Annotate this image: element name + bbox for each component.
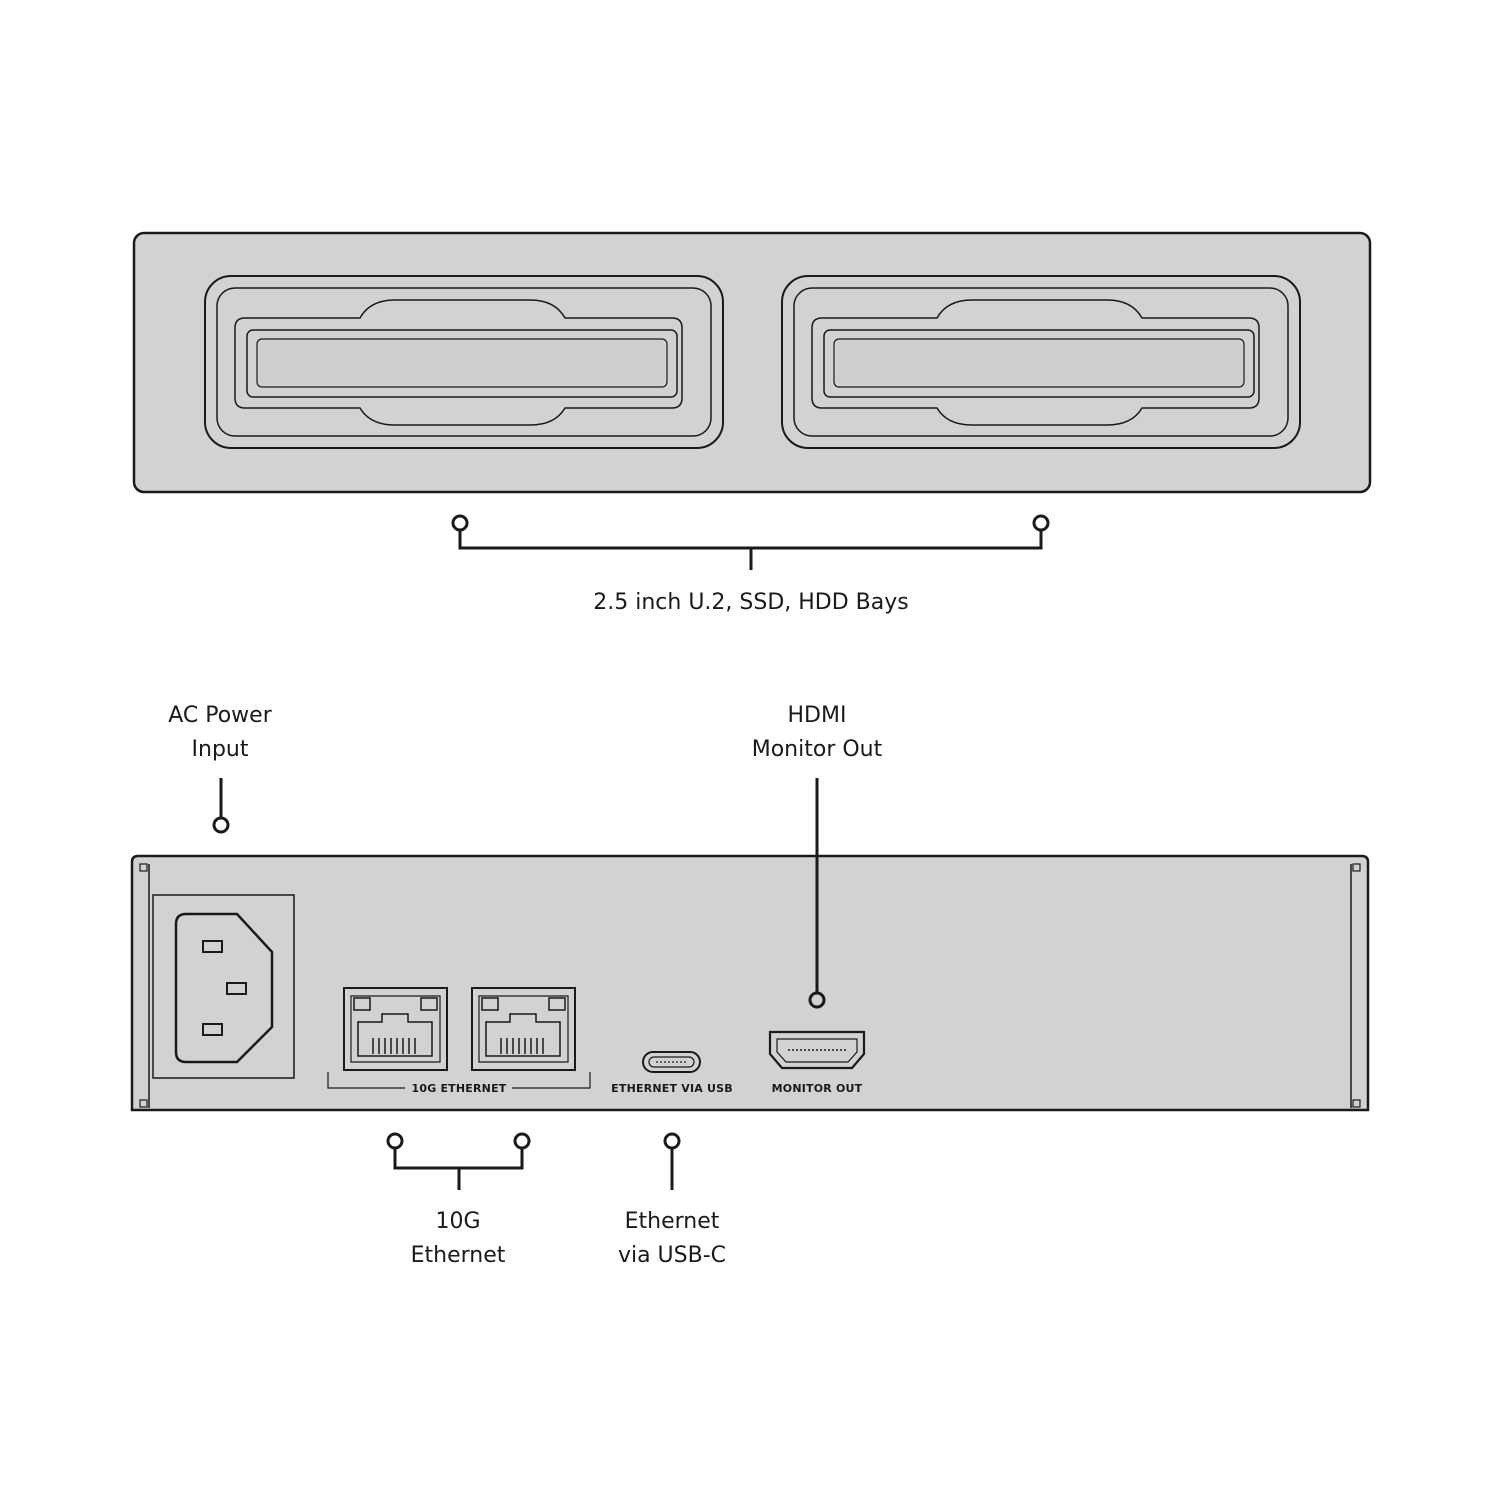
usb-panel-label: ETHERNET VIA USB [611,1082,733,1095]
bays-callout-connector [451,514,1050,570]
usb-c-port [642,1051,701,1073]
hdmi-callout-line2: Monitor Out [752,737,883,762]
rear-panel [130,854,1370,1112]
usb-callout-line2: via USB-C [618,1243,726,1268]
10g-callout-connector [386,1132,531,1190]
drive-bay-1 [204,275,724,449]
usb-callout-line1: Ethernet [625,1209,720,1234]
10g-callout-line1: 10G [435,1209,480,1234]
bays-callout-label: 2.5 inch U.2, SSD, HDD Bays [593,590,908,615]
hdmi-port [768,1030,866,1070]
ethernet-port-1 [343,987,448,1071]
ethernet-panel-bracket [327,1072,591,1089]
ac-power-callout-connector [212,778,230,834]
ac-power-callout-line2: Input [192,737,249,762]
hdmi-callout-line1: HDMI [788,703,847,728]
hdmi-callout-connector [808,778,826,1009]
10g-callout-line2: Ethernet [411,1243,506,1268]
front-panel [132,231,1372,494]
monitor-panel-label: MONITOR OUT [772,1082,863,1095]
ethernet-port-2 [471,987,576,1071]
ac-power-callout-line1: AC Power [168,703,272,728]
drive-bay-2 [781,275,1301,449]
ethernet-panel-label: 10G ETHERNET [412,1082,507,1095]
ac-power-inlet [152,894,295,1079]
usb-callout-connector [663,1132,681,1190]
